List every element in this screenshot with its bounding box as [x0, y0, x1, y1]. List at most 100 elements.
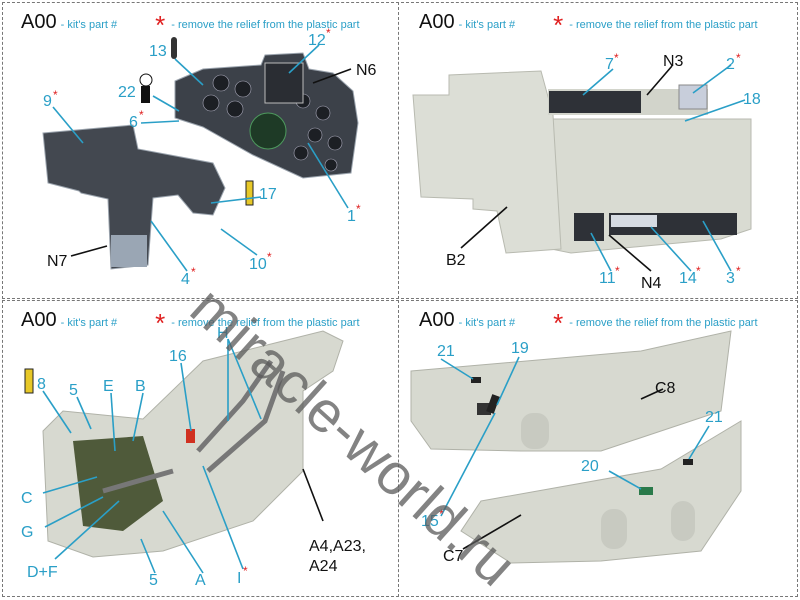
label-N3: N3: [663, 53, 684, 70]
label-C7: C7: [443, 548, 464, 565]
label-21: 21: [437, 343, 455, 360]
panel-cockpit-tub: A00 - kit's part # * - remove the relief…: [401, 2, 798, 299]
part-17-icon: [245, 180, 254, 206]
star-icon: *: [53, 88, 58, 102]
label-7: 7: [605, 56, 614, 73]
part-20: [639, 487, 653, 495]
panel-instrument-panels: A00 - kit's part # * - remove the relief…: [2, 2, 399, 299]
q2-drawing: 7* N3 2* 18 B2 11* N4 14* 3*: [412, 51, 761, 292]
label-18: 18: [743, 91, 761, 108]
legend-header: A00 - kit's part # * - remove the relief…: [419, 308, 758, 338]
label-2: 2: [726, 56, 735, 73]
star-icon: *: [696, 264, 701, 278]
label-11: 11: [599, 270, 616, 287]
label-N4: N4: [641, 275, 662, 292]
part-code: A00: [419, 11, 455, 33]
remove-relief-note: - remove the relief from the plastic par…: [569, 19, 758, 31]
label-1: 1: [347, 208, 356, 225]
label-19: 19: [511, 340, 529, 357]
legend-header: A00 - kit's part # * - remove the relief…: [419, 10, 758, 40]
cutout: [521, 413, 549, 449]
panel-2: [678, 84, 708, 110]
panel-side-walls: A00 - kit's part # * - remove the relief…: [401, 300, 798, 597]
part-13-icon: [171, 37, 177, 59]
label-C8: C8: [655, 380, 676, 397]
label-17: 17: [259, 186, 277, 203]
q1-drawing: 13 12* N6 22 6* 9* 17 1* N7 10* 4*: [42, 26, 377, 288]
label-A24: A24: [309, 558, 338, 575]
label-10: 10: [249, 256, 267, 273]
kit-part-note: - kit's part #: [60, 19, 118, 31]
label-I: I: [237, 570, 241, 587]
star-icon: *: [553, 10, 564, 40]
part-code: A00: [21, 11, 57, 33]
part-16: [186, 429, 195, 443]
label-12: 12: [308, 32, 326, 49]
label-6: 6: [129, 114, 138, 131]
label-N7: N7: [47, 253, 68, 270]
star-icon: *: [553, 308, 564, 338]
star-icon: *: [267, 250, 272, 264]
divider: [2, 298, 798, 299]
label-21b: 21: [705, 409, 723, 426]
remove-relief-note: - remove the relief from the plastic par…: [171, 19, 360, 31]
label-15: 15: [421, 513, 439, 530]
hud-unit: [264, 62, 304, 104]
star-icon: *: [614, 51, 619, 65]
label-4: 4: [181, 271, 190, 288]
side-console-panel: [42, 124, 226, 270]
part-22-icon: [139, 73, 153, 87]
seat-cushion: [73, 436, 163, 531]
kit-part-note: - kit's part #: [60, 317, 118, 329]
star-icon: *: [356, 202, 361, 216]
label-E: E: [103, 378, 114, 395]
label-14: 14: [679, 270, 697, 287]
kit-part-note: - kit's part #: [458, 317, 516, 329]
label-5: 5: [69, 382, 78, 399]
panel-ejection-seat: A00 - kit's part # * - remove the relief…: [2, 300, 399, 597]
star-icon: *: [243, 564, 248, 578]
legend-header: A00 - kit's part # * - remove the relief…: [21, 10, 360, 40]
label-8: 8: [37, 376, 46, 393]
label-G: G: [21, 524, 33, 541]
part-C8: [410, 330, 732, 452]
star-icon: *: [439, 507, 444, 521]
star-icon: *: [191, 265, 196, 279]
label-3: 3: [726, 270, 735, 287]
label-A4-A23: A4,A23,: [309, 538, 366, 555]
part-code: A00: [21, 309, 57, 331]
label-9: 9: [43, 93, 52, 110]
console-block: [111, 235, 147, 267]
label-5b: 5: [149, 572, 158, 589]
panel-11: [574, 213, 604, 241]
label-A: A: [195, 572, 206, 589]
remove-relief-note: - remove the relief from the plastic par…: [569, 317, 758, 329]
label-H: H: [217, 325, 229, 342]
part-21a: [471, 377, 481, 383]
radar-scope: [249, 112, 287, 150]
legend-header: A00 - kit's part # * - remove the relief…: [21, 308, 360, 338]
star-icon: *: [736, 51, 741, 65]
part-21b: [683, 459, 693, 465]
kit-part-note: - kit's part #: [458, 19, 516, 31]
label-13: 13: [149, 43, 167, 60]
q3-drawing: 8 5 E B 16 H C G D+F 5 A I* A4,A23, A24: [21, 325, 366, 589]
star-icon: *: [615, 264, 620, 278]
label-22: 22: [118, 84, 136, 101]
label-20: 20: [581, 458, 599, 475]
panel-7: [549, 91, 641, 113]
part-B2: [412, 70, 562, 254]
star-icon: *: [155, 308, 166, 338]
label-16: 16: [169, 348, 187, 365]
part-19: [477, 403, 491, 415]
label-B2: B2: [446, 252, 466, 269]
remove-relief-note: - remove the relief from the plastic par…: [171, 317, 360, 329]
label-B: B: [135, 378, 146, 395]
star-icon: *: [736, 264, 741, 278]
q4-drawing: 21 19 C8 21 20 15* C7: [410, 330, 742, 565]
part-code: A00: [419, 309, 455, 331]
label-D-F: D+F: [27, 564, 58, 581]
star-icon: *: [155, 10, 166, 40]
star-icon: *: [139, 108, 144, 122]
star-icon: *: [326, 26, 331, 40]
